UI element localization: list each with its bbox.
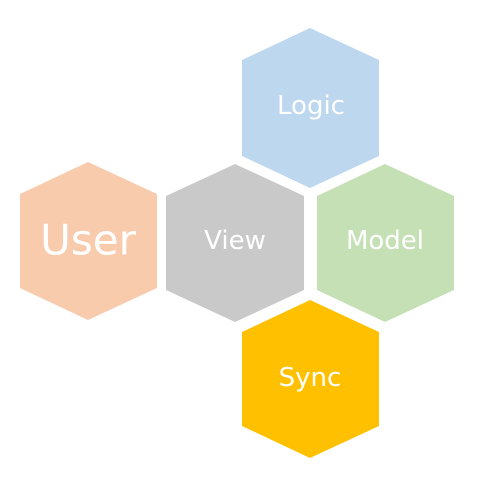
hexagon-view: View [166, 164, 304, 322]
hexagon-sync-shape [242, 300, 379, 458]
hexagon-sync: Sync [242, 300, 379, 458]
hexagon-sync-label: Sync [279, 363, 342, 393]
hexagon-logic-shape [242, 28, 379, 188]
hexagon-user: User [20, 162, 157, 320]
hexagon-model-label: Model [346, 226, 424, 256]
hexagon-user-label: User [40, 216, 136, 265]
hexagon-logic: Logic [242, 28, 379, 188]
hexagon-model: Model [317, 164, 454, 322]
hexagon-model-shape [317, 164, 454, 322]
hexagon-logic-label: Logic [277, 91, 345, 121]
hexagon-user-shape [20, 162, 157, 320]
hexagon-view-label: View [204, 226, 266, 256]
hexagon-view-shape [166, 164, 304, 322]
